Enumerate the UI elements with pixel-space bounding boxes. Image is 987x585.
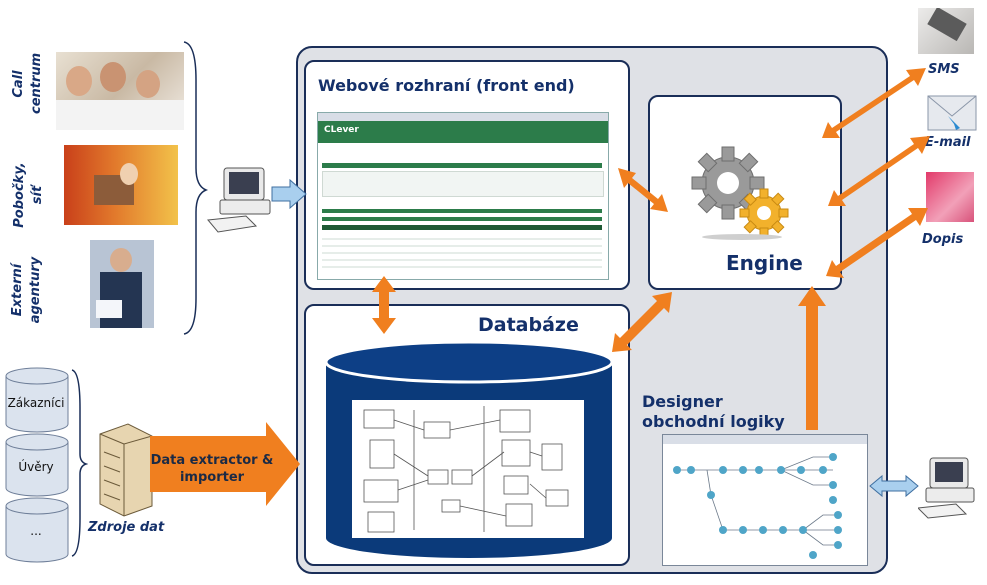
frontend-box: Webové rozhraní (front end) CLever: [304, 60, 630, 290]
designer-computer-arrow: [869, 474, 919, 498]
extractor-arrow: [150, 422, 300, 506]
extractor-label-line1: Data extractor &: [150, 453, 274, 468]
designer-title: Designer obchodní logiky: [642, 392, 785, 432]
database-box: Databáze: [304, 304, 630, 566]
frontend-engine-arrow: [618, 168, 668, 212]
gears-icon: [691, 146, 789, 240]
database-engine-arrow: [612, 292, 672, 352]
designer-engine-arrow: [798, 286, 826, 430]
extractor-label-line2: importer: [179, 470, 245, 485]
pobocky-photo: [64, 145, 178, 225]
designer-flow-graph: [673, 453, 842, 559]
dopis-label: Dopis: [922, 232, 964, 247]
engine-dopis-arrow: [826, 208, 928, 278]
email-label: E-mail: [925, 135, 971, 150]
sms-label: SMS: [928, 62, 960, 77]
engine-title: Engine: [726, 251, 803, 275]
frontend-title: Webové rozhraní (front end): [318, 76, 575, 95]
engine-email-arrow: [828, 136, 930, 206]
frontend-app-name: CLever: [324, 125, 359, 135]
sms-phone-image: [918, 8, 974, 54]
servers-icon: [99, 423, 153, 517]
dopis-letter-image: [926, 172, 974, 222]
computer-icon-right: [918, 457, 975, 519]
database-title: Databáze: [478, 314, 579, 336]
frontend-screenshot: CLever: [317, 112, 609, 280]
email-envelope-icon: [927, 95, 977, 131]
call-centrum-photo: [56, 52, 184, 130]
frontend-database-arrow: [372, 276, 396, 334]
cylinder-label-more: ...: [30, 524, 42, 538]
externi-agentury-photo: [90, 240, 154, 328]
cylinder-label-zakaznici: Zákazníci: [7, 396, 65, 410]
engine-box: Engine: [648, 95, 842, 290]
extractor-label: Data extractor & importer: [150, 452, 274, 486]
servers-label: Zdroje dat: [88, 520, 165, 535]
computer-frontend-arrow: [271, 178, 307, 210]
source-cylinders: [5, 367, 69, 563]
database-cylinder: [324, 340, 614, 558]
designer-title-line1: Designer: [642, 392, 723, 411]
engine-sms-arrow: [822, 68, 926, 138]
cylinders-bracket: [71, 369, 88, 557]
channels-bracket: [183, 41, 209, 335]
designer-title-line2: obchodní logiky: [642, 412, 785, 431]
computer-icon-left: [207, 167, 271, 233]
designer-screenshot: [662, 434, 868, 566]
cylinder-label-uvery: Úvěry: [18, 460, 54, 474]
